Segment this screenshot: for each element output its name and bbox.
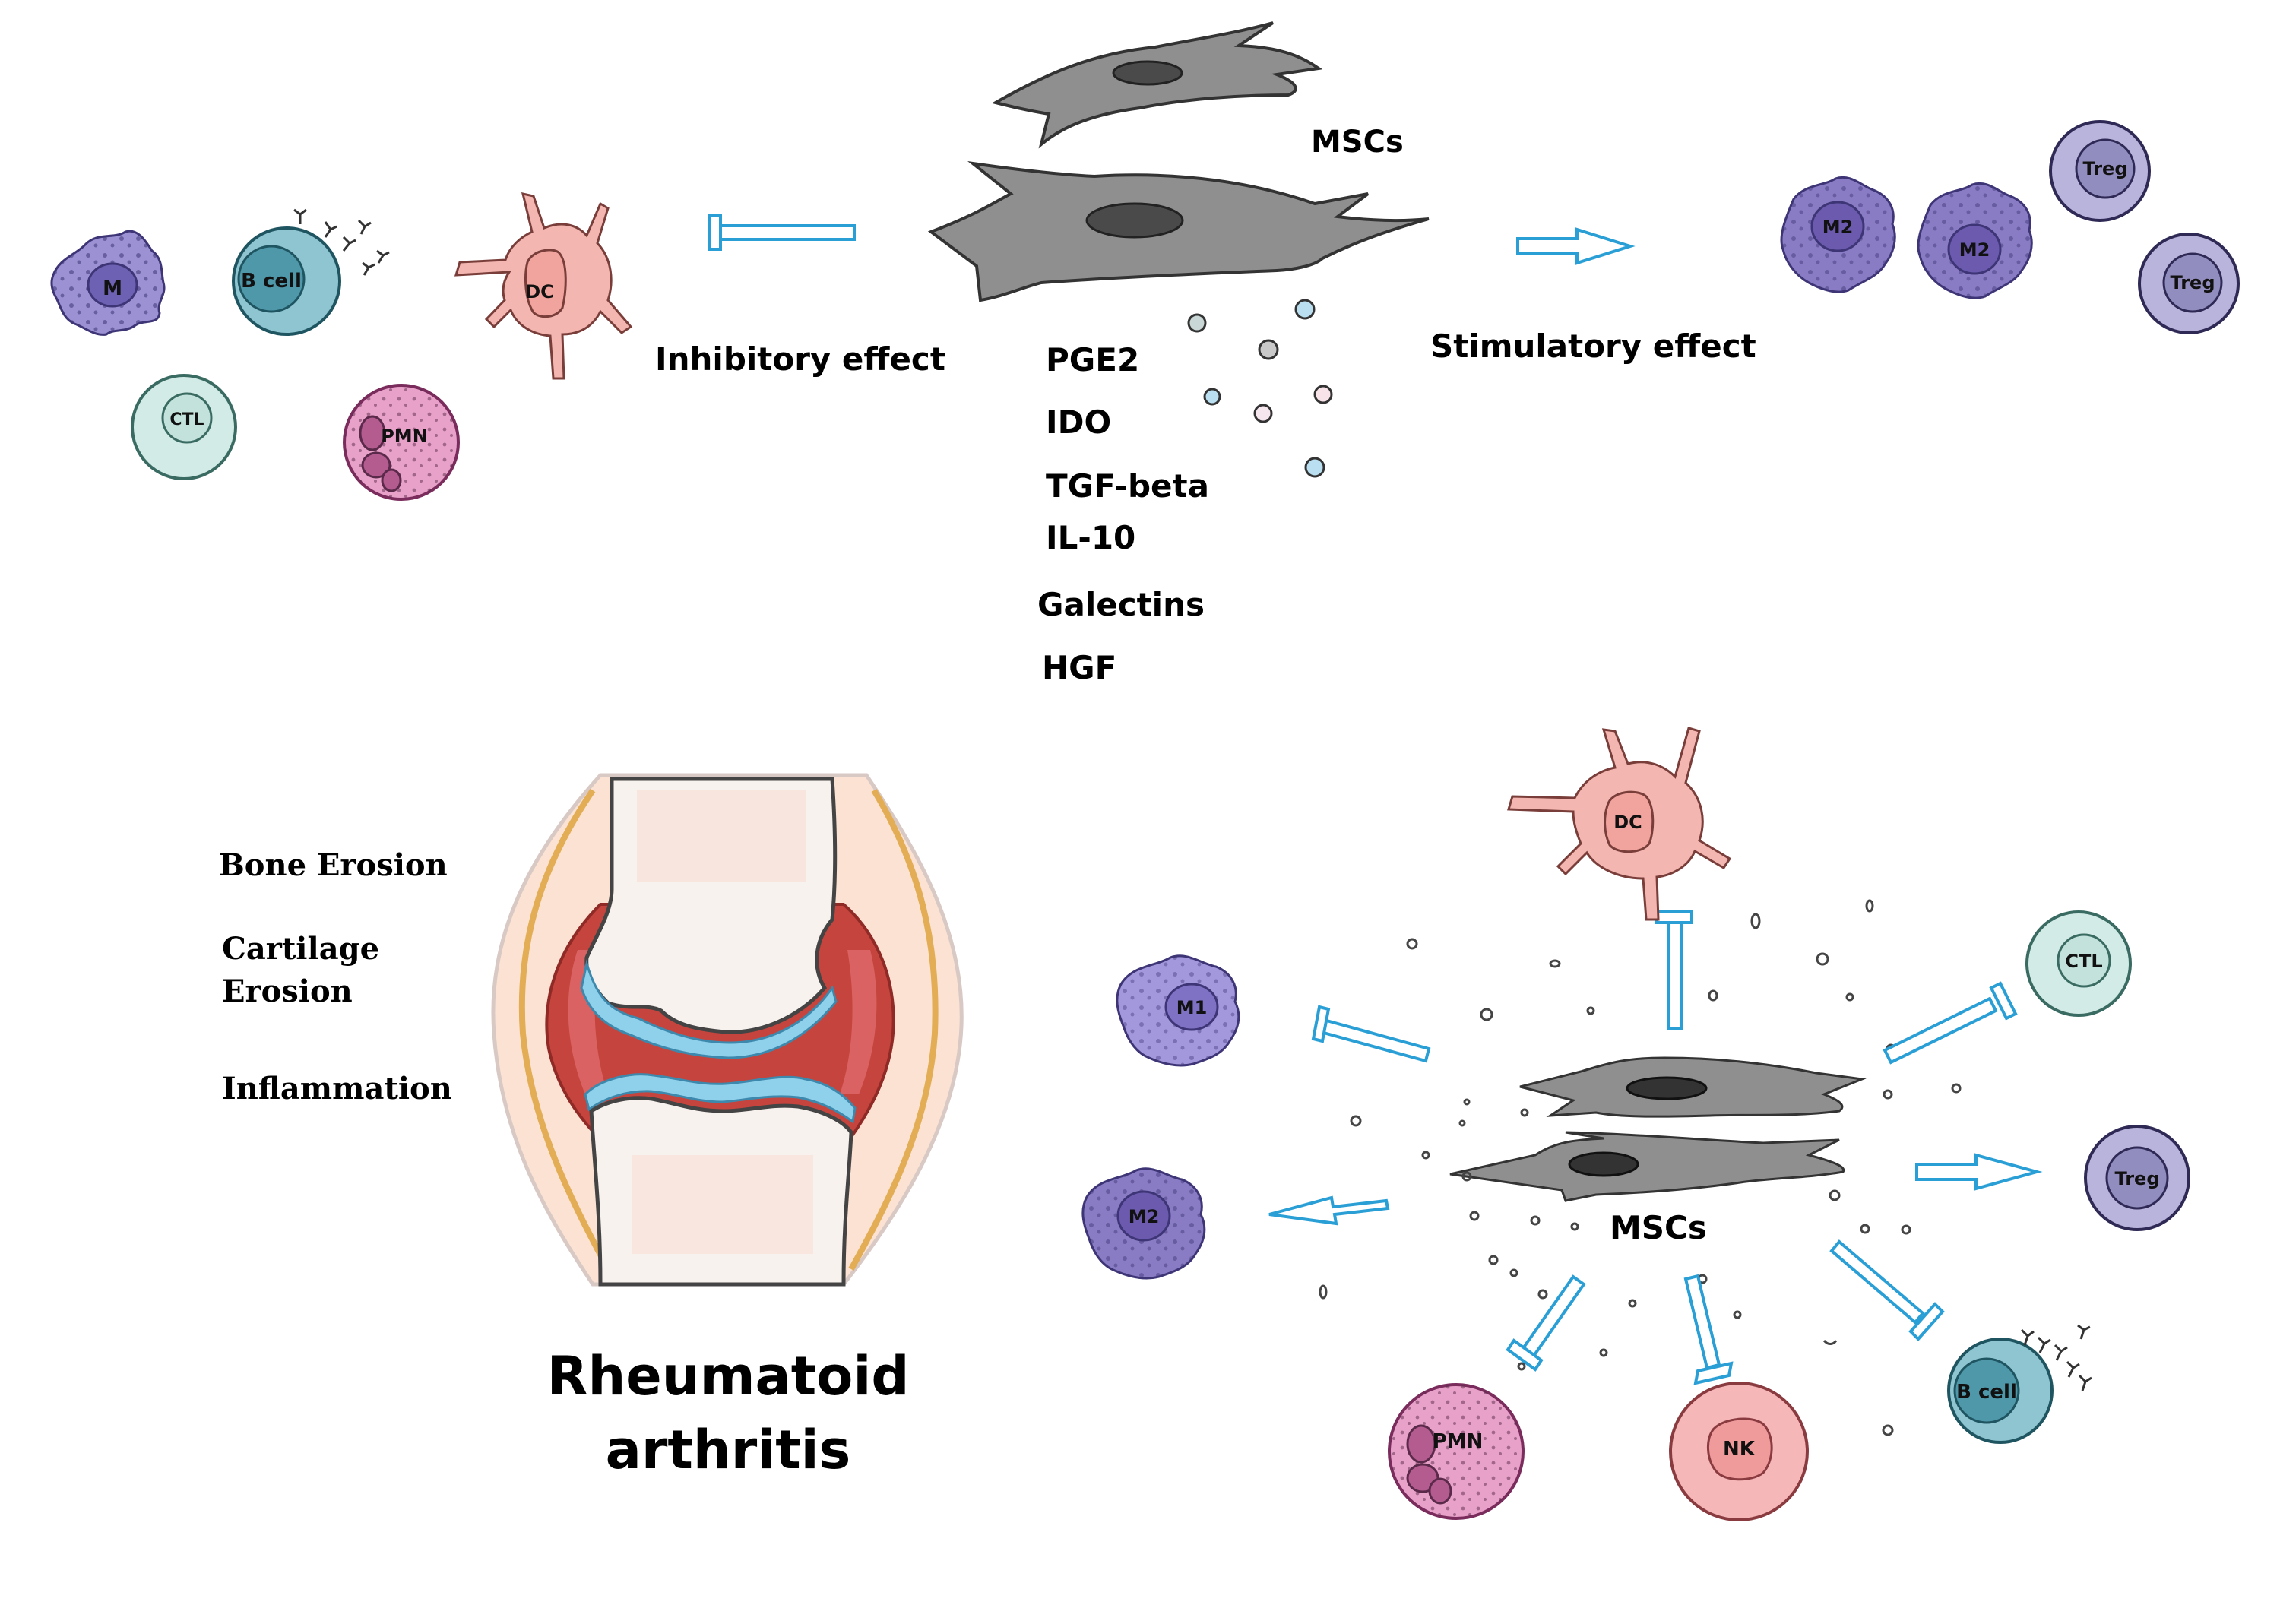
dc-label-top: DC [525,281,554,302]
macrophage-label-top: M [103,277,122,300]
rheumatoid-arthritis-title-line2: arthritis [606,1419,851,1481]
nk-cell-bottom: NK [1669,1382,1809,1521]
treg-label-top-a: Treg [2082,158,2127,179]
factor-pge2: PGE2 [1046,341,1139,378]
inhibitory-arrow-to-nk [1683,1274,1734,1385]
inhibitory-arrow-to-pmn [1506,1274,1586,1372]
rheumatoid-joint-illustration [491,773,964,1287]
m2-macrophage-top-a: M2 [1780,176,1896,293]
m2-macrophage-bottom: M2 [1081,1167,1206,1280]
stimulatory-arrow-top [1516,227,1636,265]
secreted-vesicles-bottom [1319,899,1962,1436]
bone-erosion-label: Bone Erosion [219,847,448,883]
b-cell-top: B cell [232,208,390,336]
ctl-label-bottom: CTL [2065,951,2102,972]
mscs-label-top: MSCs [1311,125,1404,160]
dendritic-cell-top: DC [454,192,633,380]
inhibitory-arrow-to-dc [1655,910,1693,1030]
b-cell-bottom: B cell [1947,1324,2092,1444]
pmn-label-bottom: PMN [1433,1430,1484,1453]
factor-hgf: HGF [1042,649,1116,686]
b-cell-label-bottom: B cell [1956,1381,2017,1404]
pmn-cell-top: PMN [343,384,460,501]
cartilage-erosion-label-line2: Erosion [222,973,353,1009]
factor-galectins: Galectins [1037,586,1205,623]
macrophage-cell-top: M [50,230,166,336]
m2-label-top-a: M2 [1822,217,1854,238]
treg-cell-top-a: Treg [2049,120,2151,222]
ctl-cell-top: CTL [131,374,237,480]
stimulatory-arrow-to-m2 [1268,1195,1390,1226]
inhibitory-arrow-to-m1 [1311,1005,1431,1063]
msc-cell-top-small [991,21,1323,149]
nk-label-bottom: NK [1723,1438,1756,1461]
treg-label-bottom: Treg [2114,1168,2159,1189]
mscs-label-bottom: MSCs [1610,1209,1707,1246]
dendritic-cell-bottom: DC [1507,727,1732,921]
m1-macrophage-bottom: M1 [1116,954,1240,1067]
pmn-cell-bottom: PMN [1388,1383,1525,1520]
msc-cell-top-large [927,160,1430,302]
factor-ido: IDO [1046,404,1111,441]
msc-cell-bottom-upper [1519,1056,1867,1118]
treg-label-top-b: Treg [2170,272,2215,293]
treg-cell-top-b: Treg [2138,233,2240,334]
inhibitory-arrow-to-bcell [1829,1239,1945,1341]
factor-il-10: IL-10 [1046,519,1135,556]
cartilage-erosion-label-line1: Cartilage [222,931,379,967]
inflammation-label: Inflammation [222,1071,452,1106]
stimulatory-effect-label: Stimulatory effect [1430,328,1756,365]
pmn-label-top: PMN [381,426,428,447]
m1-label-bottom: M1 [1176,997,1208,1018]
secreted-vesicles-top [1187,299,1333,478]
m2-label-bottom: M2 [1129,1206,1160,1227]
ctl-label-top: CTL [169,410,204,429]
msc-cell-bottom-lower [1449,1131,1845,1202]
inhibitory-arrow-top [708,214,856,251]
treg-cell-bottom: Treg [2084,1125,2190,1231]
inhibitory-arrow-to-ctl [1883,981,2018,1065]
ctl-cell-bottom: CTL [2025,910,2132,1017]
m2-macrophage-top-b: M2 [1917,182,2033,299]
dc-label-bottom: DC [1613,812,1642,833]
rheumatoid-arthritis-title-line1: Rheumatoid [547,1345,910,1407]
stimulatory-arrow-to-treg [1915,1153,2043,1191]
inhibitory-effect-label: Inhibitory effect [655,340,945,378]
b-cell-label-top: B cell [241,270,302,293]
factor-tgf-beta: TGF-beta [1046,467,1209,505]
m2-label-top-b: M2 [1959,239,1990,261]
